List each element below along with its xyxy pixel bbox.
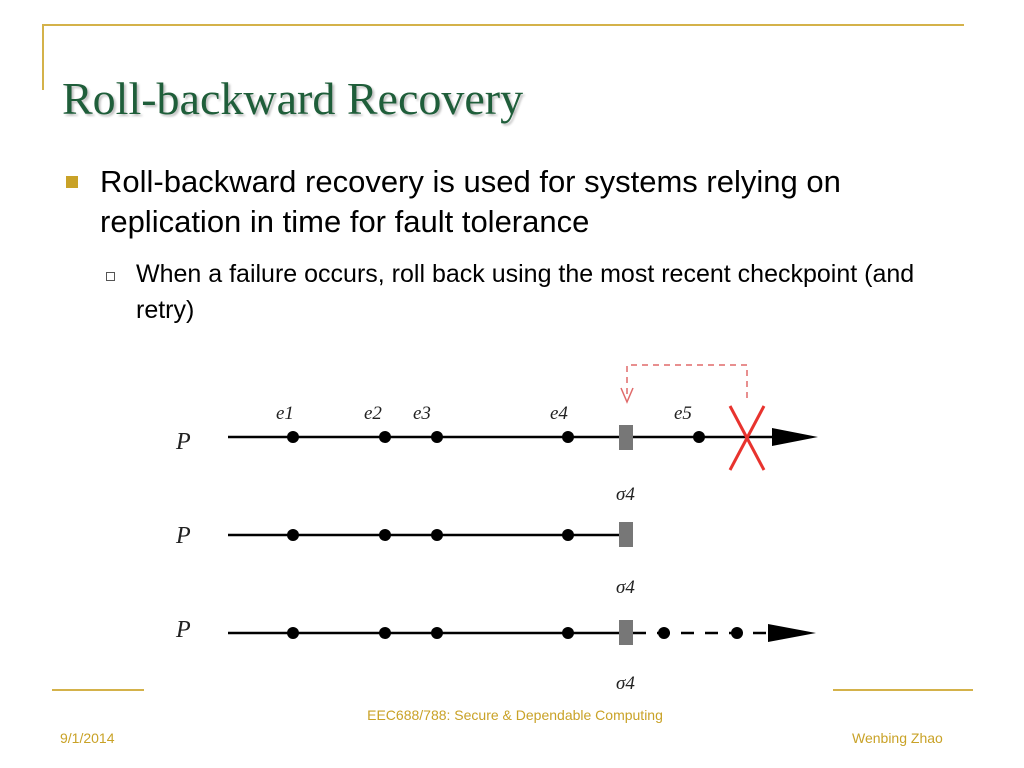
footer-author: Wenbing Zhao (852, 730, 943, 746)
bullet-level-2: When a failure occurs, roll back using t… (136, 260, 915, 324)
event-dot (562, 529, 574, 541)
footer-date: 9/1/2014 (60, 730, 115, 746)
event-label: e5 (674, 403, 692, 424)
left-rule (42, 24, 44, 90)
event-dot (287, 529, 299, 541)
checkpoint-marker (619, 620, 633, 645)
checkpoint-label: σ4 (616, 673, 635, 694)
event-label: e3 (413, 403, 431, 424)
event-dot (379, 529, 391, 541)
process-label: P (175, 617, 191, 643)
checkpoint-label: σ4 (616, 577, 635, 598)
event-dot (693, 431, 705, 443)
event-dot (431, 529, 443, 541)
footer-course: EEC688/788: Secure & Dependable Computin… (367, 707, 663, 723)
event-label: e1 (276, 403, 294, 424)
footer-rule-right (833, 689, 973, 691)
hollow-square-bullet-icon (106, 272, 115, 281)
rollback-arrow-head-icon (620, 387, 634, 404)
rollback-arrow (626, 364, 748, 398)
event-label: e4 (550, 403, 568, 424)
event-dot (431, 627, 443, 639)
process-label: P (175, 429, 191, 455)
checkpoint-label: σ4 (616, 484, 635, 505)
arrow-head-icon (768, 624, 816, 642)
event-dot (562, 627, 574, 639)
event-dot (431, 431, 443, 443)
event-dot (658, 627, 670, 639)
event-dot (287, 627, 299, 639)
footer-rule-left (52, 689, 144, 691)
event-dot (379, 627, 391, 639)
bullet-level-1: Roll-backward recovery is used for syste… (100, 164, 841, 239)
square-bullet-icon (66, 176, 78, 188)
event-label: e2 (364, 403, 382, 424)
top-rule (42, 24, 964, 26)
event-dot (379, 431, 391, 443)
event-dot (287, 431, 299, 443)
slide-title: Roll-backward Recovery (62, 73, 524, 124)
failure-cross-icon (728, 405, 766, 471)
event-dot (731, 627, 743, 639)
process-label: P (175, 523, 191, 549)
arrow-head-icon (772, 428, 818, 446)
checkpoint-marker (619, 425, 633, 450)
event-dot (562, 431, 574, 443)
checkpoint-marker (619, 522, 633, 547)
